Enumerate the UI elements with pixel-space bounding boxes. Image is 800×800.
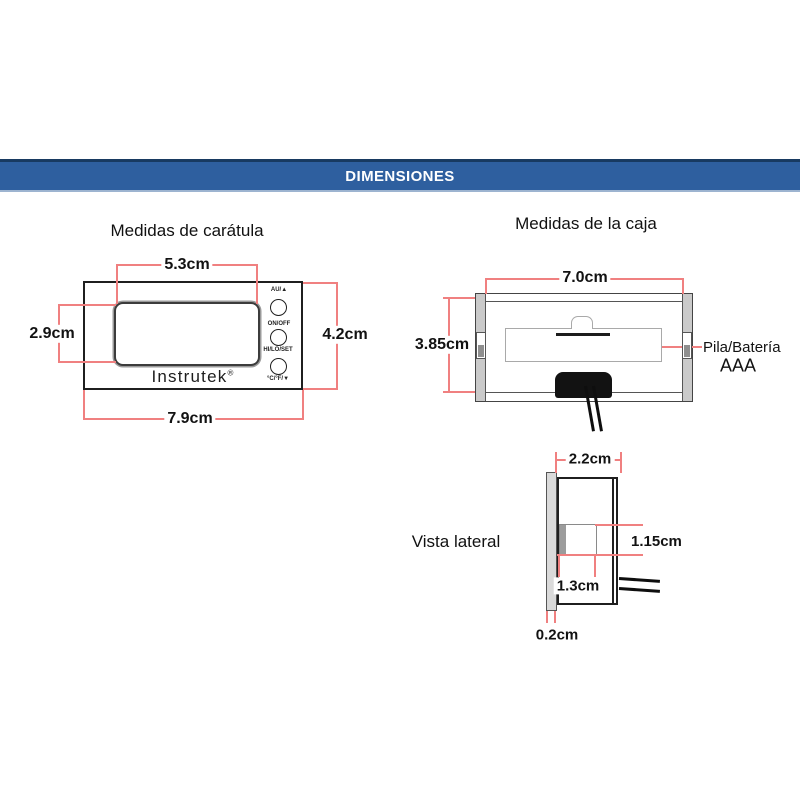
dim-label-battery-depth: 1.3cm <box>553 577 603 595</box>
dim-label-panel-height: 4.2cm <box>319 325 371 345</box>
dim-tick <box>558 555 560 577</box>
dim-tick <box>58 304 116 306</box>
banner-title: DIMENSIONES <box>345 167 455 185</box>
battery-size-label: AAA <box>719 355 757 377</box>
dim-tick <box>620 452 622 473</box>
button-label-cf-down: °C/°F/▼ <box>266 376 290 382</box>
dimensions-banner: DIMENSIONES <box>0 159 800 192</box>
sensor-wire <box>618 577 661 583</box>
dim-tick <box>485 278 487 294</box>
dim-tick <box>546 611 548 623</box>
clip-detail <box>684 345 690 357</box>
dim-tick <box>116 264 118 304</box>
dim-label-display-height: 2.9cm <box>26 324 78 344</box>
button-on-off-drawing <box>270 329 287 346</box>
dim-line-battery-height-bottom <box>557 554 643 556</box>
dim-line-battery-height-top <box>595 524 643 526</box>
dim-tick <box>303 388 337 390</box>
mounting-clip-right <box>682 332 692 359</box>
dim-tick <box>302 390 304 420</box>
cable-gland <box>555 372 612 398</box>
dim-tick <box>682 278 684 294</box>
button-label-au-up: AU/▲ <box>270 287 288 293</box>
dim-label-bezel-thickness: 0.2cm <box>532 626 582 644</box>
dim-tick <box>555 452 557 473</box>
dim-tick <box>303 282 337 284</box>
side-battery-box <box>559 524 597 555</box>
box-heading: Medidas de la caja <box>515 214 657 233</box>
brand-label: Instrutek® <box>151 367 234 387</box>
dim-tick <box>554 611 556 623</box>
dim-label-battery-height: 1.15cm <box>631 533 682 551</box>
side-bezel <box>546 472 557 611</box>
sensor-wire <box>618 587 661 593</box>
dim-tick <box>58 361 116 363</box>
button-label-hi-lo-set: HI/LO/SET <box>263 347 293 353</box>
button-au-up-drawing <box>270 299 287 316</box>
battery-cover-latch <box>556 333 610 336</box>
dim-label-box-width: 7.0cm <box>559 268 611 288</box>
battery-box-detail <box>560 525 566 554</box>
dim-tick <box>83 390 85 420</box>
battery-cover-tab <box>571 316 593 329</box>
dim-label-depth: 2.2cm <box>565 450 615 468</box>
side-body-inner-edge <box>612 479 614 603</box>
button-label-on-off: ON/OFF <box>267 321 291 327</box>
dim-label-panel-width: 7.9cm <box>164 409 216 429</box>
dim-tick <box>594 555 596 577</box>
brand-text: Instrutek <box>151 367 228 386</box>
side-view-heading: Vista lateral <box>411 532 501 551</box>
lcd-display-drawing <box>114 302 260 366</box>
clip-detail <box>478 345 484 357</box>
dim-tick <box>256 264 258 304</box>
dim-tick <box>443 391 475 393</box>
dim-tick <box>443 297 475 299</box>
battery-callout-label: Pila/Batería <box>703 339 781 357</box>
dim-label-box-height: 3.85cm <box>411 335 473 355</box>
mounting-clip-left <box>476 332 486 359</box>
faceplate-heading: Medidas de carátula <box>110 221 264 240</box>
registered-mark: ® <box>227 368 235 378</box>
dim-label-display-width: 5.3cm <box>161 255 213 275</box>
button-cf-down-drawing <box>270 358 287 375</box>
